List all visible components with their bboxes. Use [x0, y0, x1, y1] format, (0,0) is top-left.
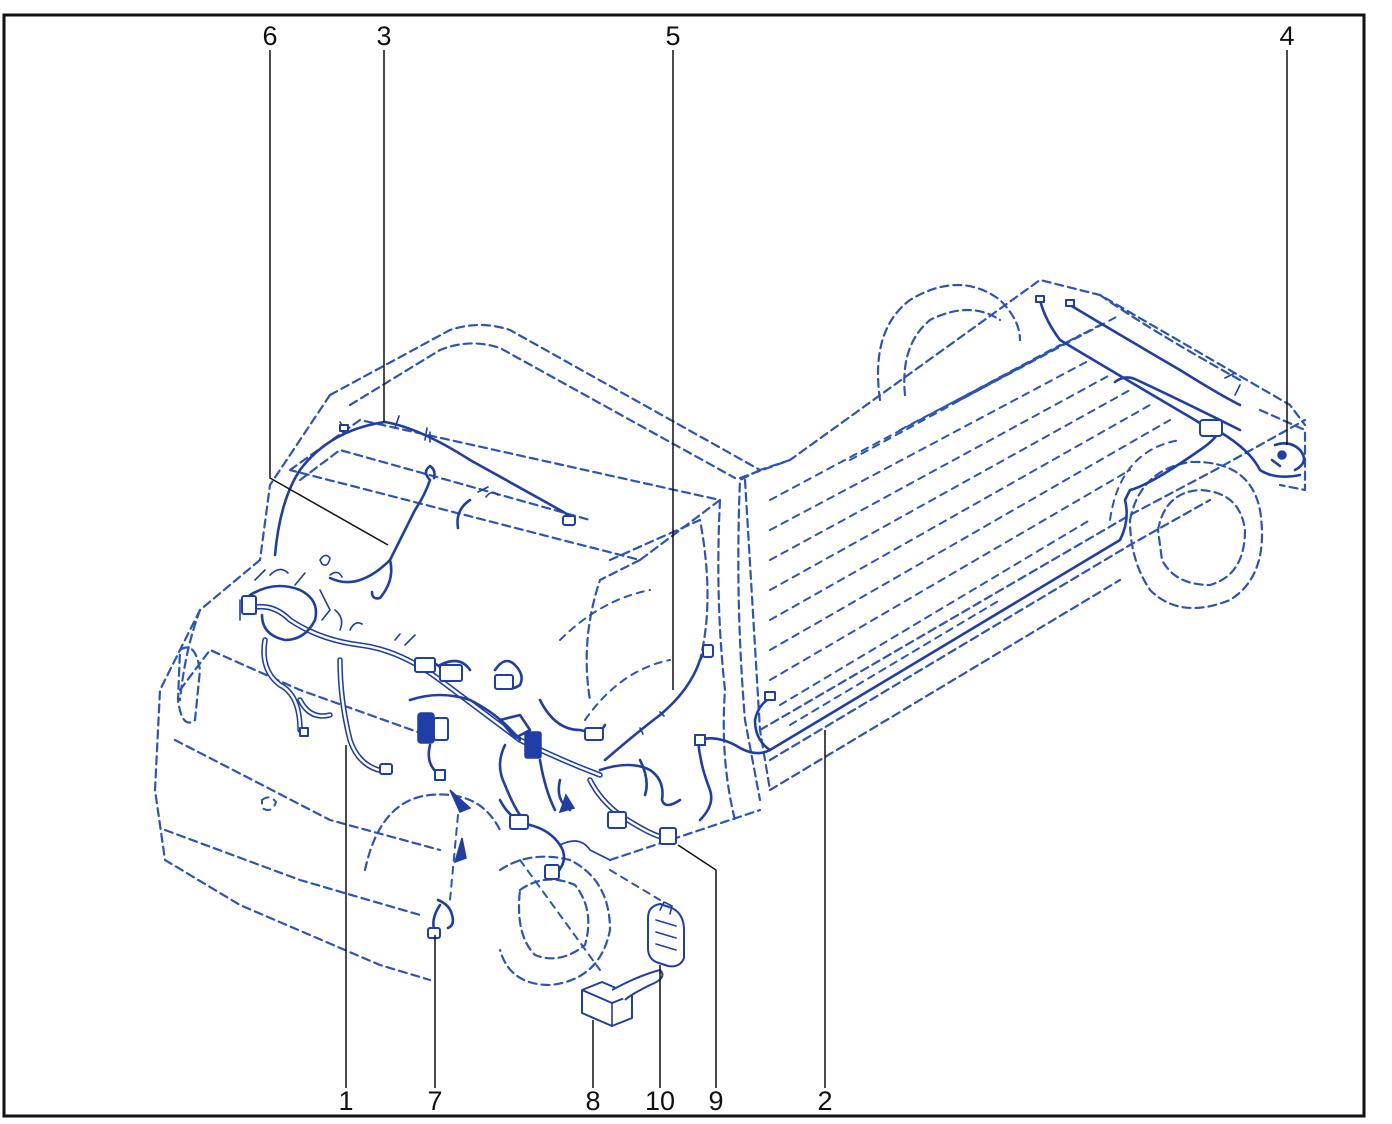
callout-4: 4 [1279, 21, 1294, 51]
leader-lines [269, 50, 1288, 1088]
callout-8: 8 [585, 1086, 600, 1116]
chassis-harness [694, 295, 1306, 822]
callouts: 6 3 5 4 1 7 8 10 9 2 [262, 21, 1294, 1116]
sensor-component [427, 898, 455, 939]
relay-module-component [647, 901, 685, 968]
wiring-harnesses [239, 295, 1306, 1027]
roof-harness [273, 415, 576, 557]
engine-bay-harness [587, 758, 682, 845]
callout-6: 6 [262, 21, 277, 51]
callout-9: 9 [708, 1086, 723, 1116]
callout-5: 5 [665, 21, 680, 51]
callout-3: 3 [376, 21, 391, 51]
vehicle-outline [153, 278, 1307, 987]
callout-1: 1 [338, 1086, 353, 1116]
leader-9 [677, 844, 717, 1088]
callout-10: 10 [645, 1086, 675, 1116]
callout-2: 2 [817, 1086, 832, 1116]
dashboard-main-harness [239, 568, 661, 971]
engine-harness [603, 644, 714, 762]
callout-7: 7 [427, 1086, 442, 1116]
leader-6 [269, 50, 389, 546]
connector-block-component [581, 969, 664, 1027]
dashboard-upper-harness [319, 464, 436, 600]
